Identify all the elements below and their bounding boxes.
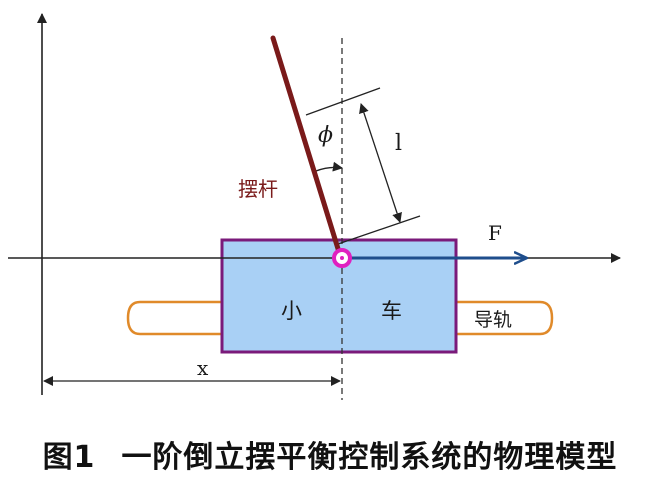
cart-label-left: 小 [281,299,302,323]
caption-text: 一阶倒立摆平衡控制系统的物理模型 [121,440,618,475]
force-label: F [488,221,502,245]
rail-label: 导轨 [474,309,512,331]
pivot-center [340,256,344,260]
angle-label: ϕ [318,123,333,148]
angle-arc [315,161,343,172]
cart-label-right: 车 [381,299,402,323]
figure-caption: 图1 一阶倒立摆平衡控制系统的物理模型 [0,432,660,476]
pendulum-rod [270,35,342,255]
rail-left [126,300,222,336]
rail-right [456,300,554,336]
rod-label: 摆杆 [238,177,278,201]
caption-number: 图1 [42,440,96,475]
length-tick-bottom [337,215,421,245]
inverted-pendulum-diagram: ϕ l 摆杆 F 小 车 导轨 x [8,13,621,400]
length-tick-top [305,87,381,116]
length-label: l [395,131,402,156]
length-dimension-arrow [359,103,402,223]
position-label: x [197,356,209,380]
